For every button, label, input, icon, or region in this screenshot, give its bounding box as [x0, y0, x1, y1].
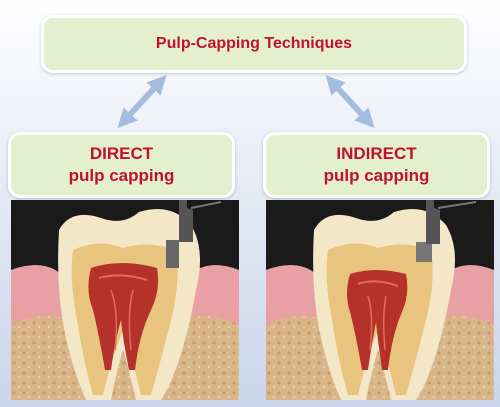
indirect-box: INDIRECT pulp capping	[263, 132, 490, 198]
indirect-tooth-illustration	[266, 200, 494, 400]
left-double-arrow-icon	[117, 74, 167, 129]
indirect-label: INDIRECT	[336, 144, 417, 163]
title-box: Pulp-Capping Techniques	[41, 15, 467, 73]
tooth-cross-section-icon	[266, 200, 494, 400]
title: Pulp-Capping Techniques	[155, 35, 353, 52]
indirect-sublabel: pulp capping	[323, 166, 430, 185]
direct-sublabel: pulp capping	[68, 166, 175, 185]
right-double-arrow-icon	[325, 74, 375, 129]
direct-tooth-illustration	[11, 200, 239, 400]
tooth-cross-section-icon	[11, 200, 239, 400]
direct-label: DIRECT	[89, 144, 154, 163]
direct-box: DIRECT pulp capping	[8, 132, 235, 198]
